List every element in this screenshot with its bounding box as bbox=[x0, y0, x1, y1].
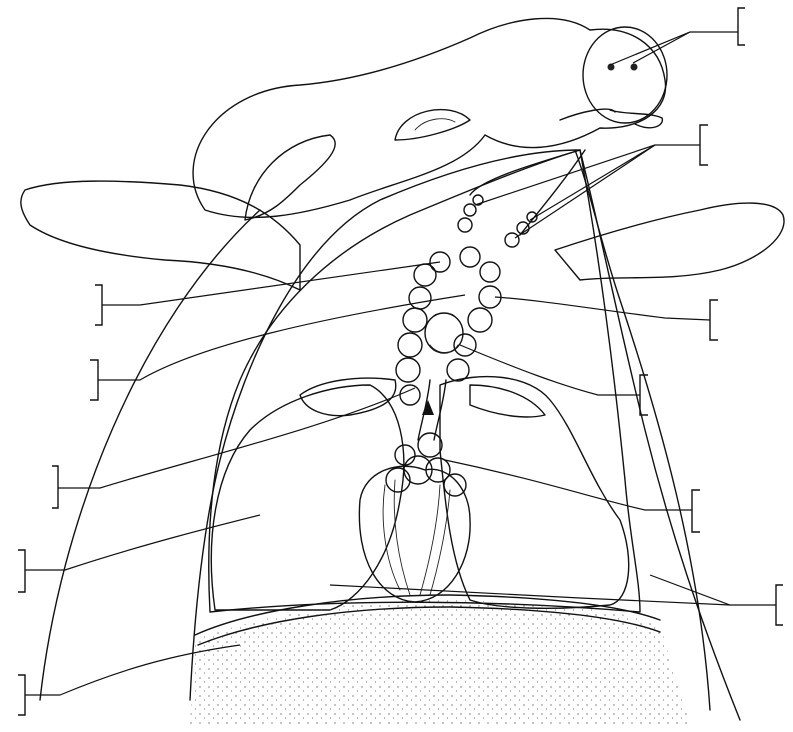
snout bbox=[583, 27, 667, 123]
lungs bbox=[211, 377, 628, 610]
label-bracket-lung-right[interactable] bbox=[18, 550, 25, 592]
label-bracket-eyes[interactable] bbox=[738, 8, 745, 45]
label-bracket-trachea[interactable] bbox=[52, 466, 58, 508]
diaphragm bbox=[190, 595, 690, 725]
eye bbox=[395, 110, 470, 140]
label-bracket-thyroid[interactable] bbox=[710, 300, 718, 340]
label-bracket-salivary-glands[interactable] bbox=[700, 125, 708, 165]
heart bbox=[359, 466, 470, 602]
nostril-icon bbox=[631, 64, 638, 71]
label-bracket-diaphragm[interactable] bbox=[18, 675, 25, 715]
forelimbs bbox=[21, 181, 784, 290]
label-bracket-thymus-left-lower[interactable] bbox=[90, 360, 98, 400]
thyroid bbox=[425, 313, 463, 353]
label-bracket-lung-left[interactable] bbox=[692, 490, 700, 532]
label-bracket-larynx[interactable] bbox=[640, 375, 648, 415]
left-lung bbox=[440, 377, 629, 609]
label-bracket-heart-diaphragm[interactable] bbox=[776, 585, 783, 625]
pig-head bbox=[193, 18, 667, 220]
label-bracket-thymus-left-upper[interactable] bbox=[95, 285, 102, 325]
